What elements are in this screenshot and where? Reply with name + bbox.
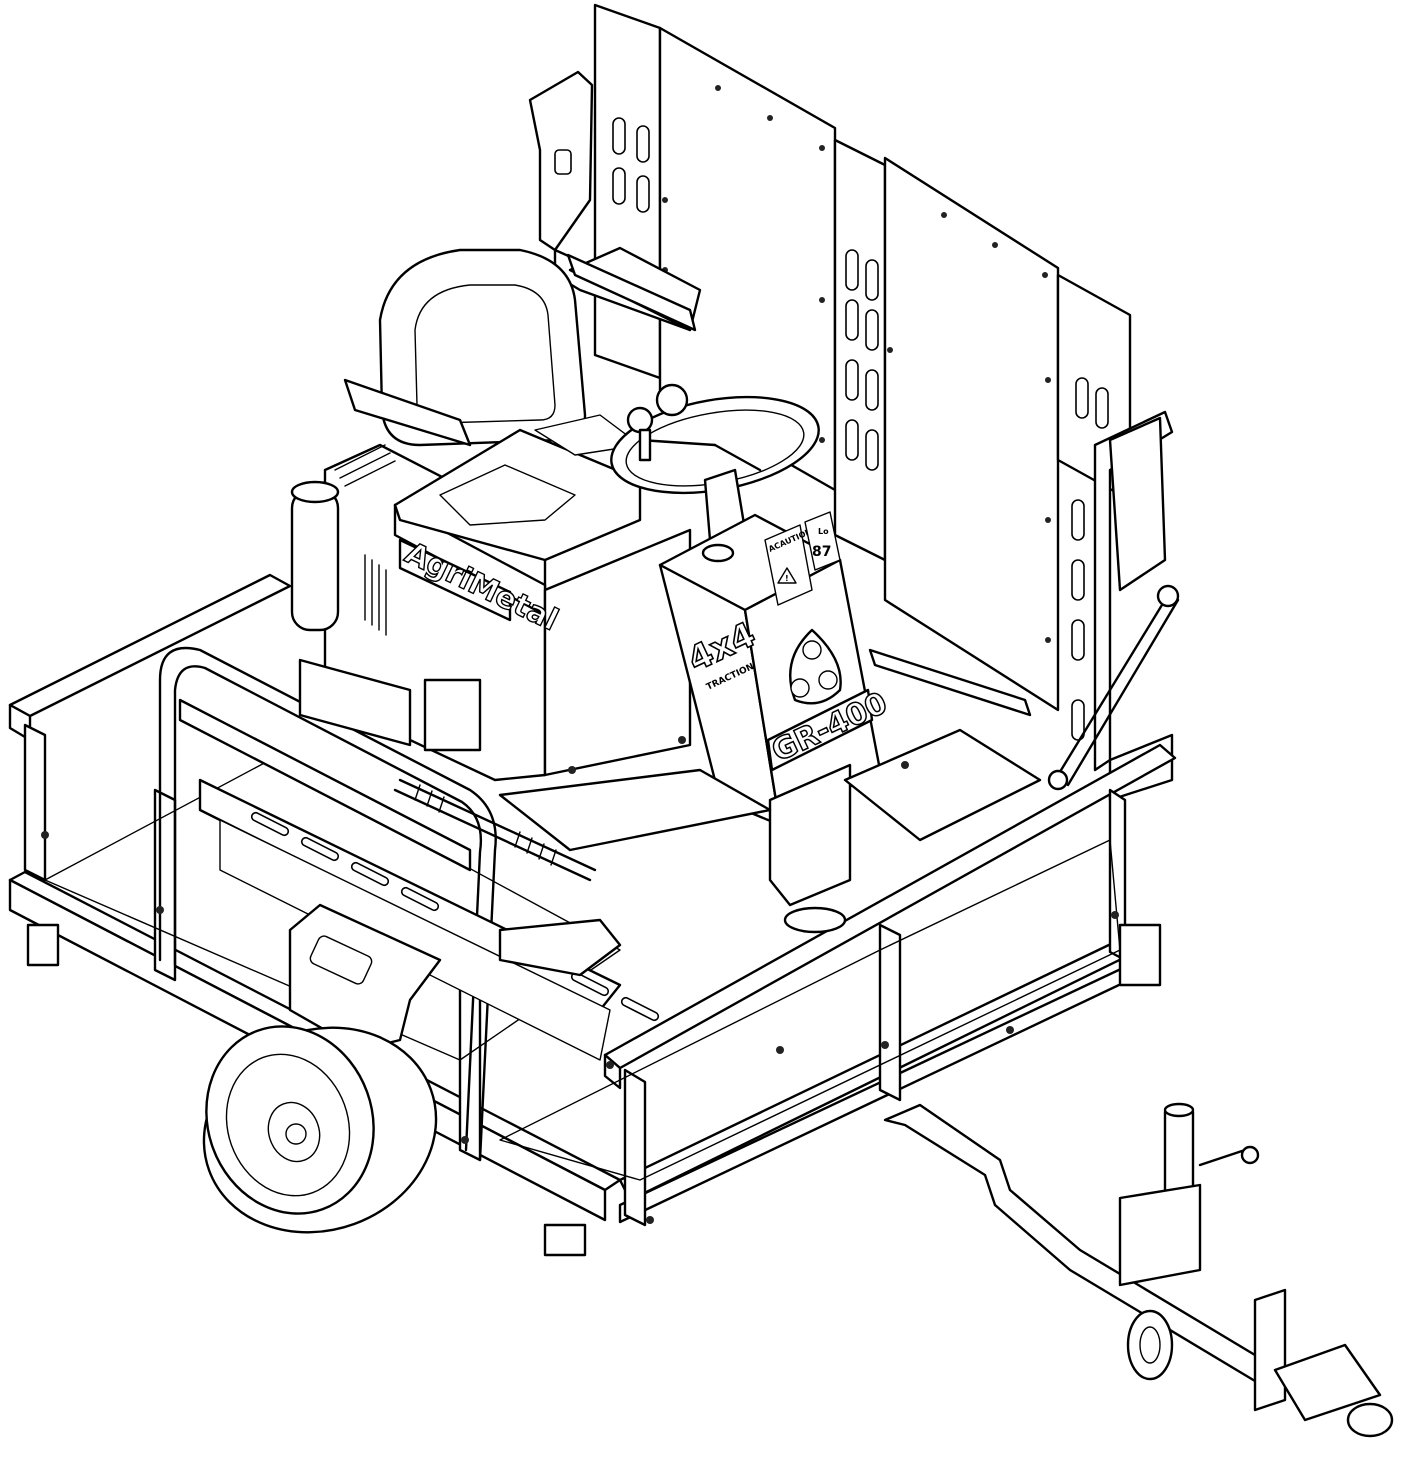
frame-bolts bbox=[41, 736, 1119, 1224]
tri-dot-emblem bbox=[789, 628, 842, 705]
rotor-slots bbox=[250, 811, 660, 1022]
steering-assembly bbox=[610, 383, 820, 542]
speed-decal: Lo 87 bbox=[804, 511, 841, 571]
left-wheel bbox=[202, 1025, 438, 1234]
foot-platform bbox=[498, 648, 1042, 852]
jack-stand bbox=[1118, 1102, 1260, 1381]
caution-decal: ACAUTION ! bbox=[764, 524, 813, 606]
ramp-slots bbox=[612, 117, 1109, 741]
air-filter bbox=[290, 480, 340, 632]
tow-bar bbox=[883, 1102, 1394, 1438]
drive-spring bbox=[393, 778, 597, 882]
engine-grill bbox=[334, 444, 396, 636]
warning-mark: ! bbox=[785, 574, 789, 583]
trailer-frame bbox=[8, 573, 1177, 1257]
operator-seat bbox=[343, 248, 697, 562]
decal-87: 87 bbox=[812, 544, 831, 560]
right-ramp-bracket bbox=[1047, 410, 1180, 802]
control-tower: ACAUTION ! Lo 87 4x4 TRACTION GR-400 bbox=[658, 511, 893, 934]
hitch-coupler bbox=[1253, 1288, 1394, 1438]
front-guard bbox=[288, 903, 622, 1052]
ramp-rivets bbox=[662, 85, 1051, 643]
decal-lo: Lo bbox=[818, 527, 829, 536]
